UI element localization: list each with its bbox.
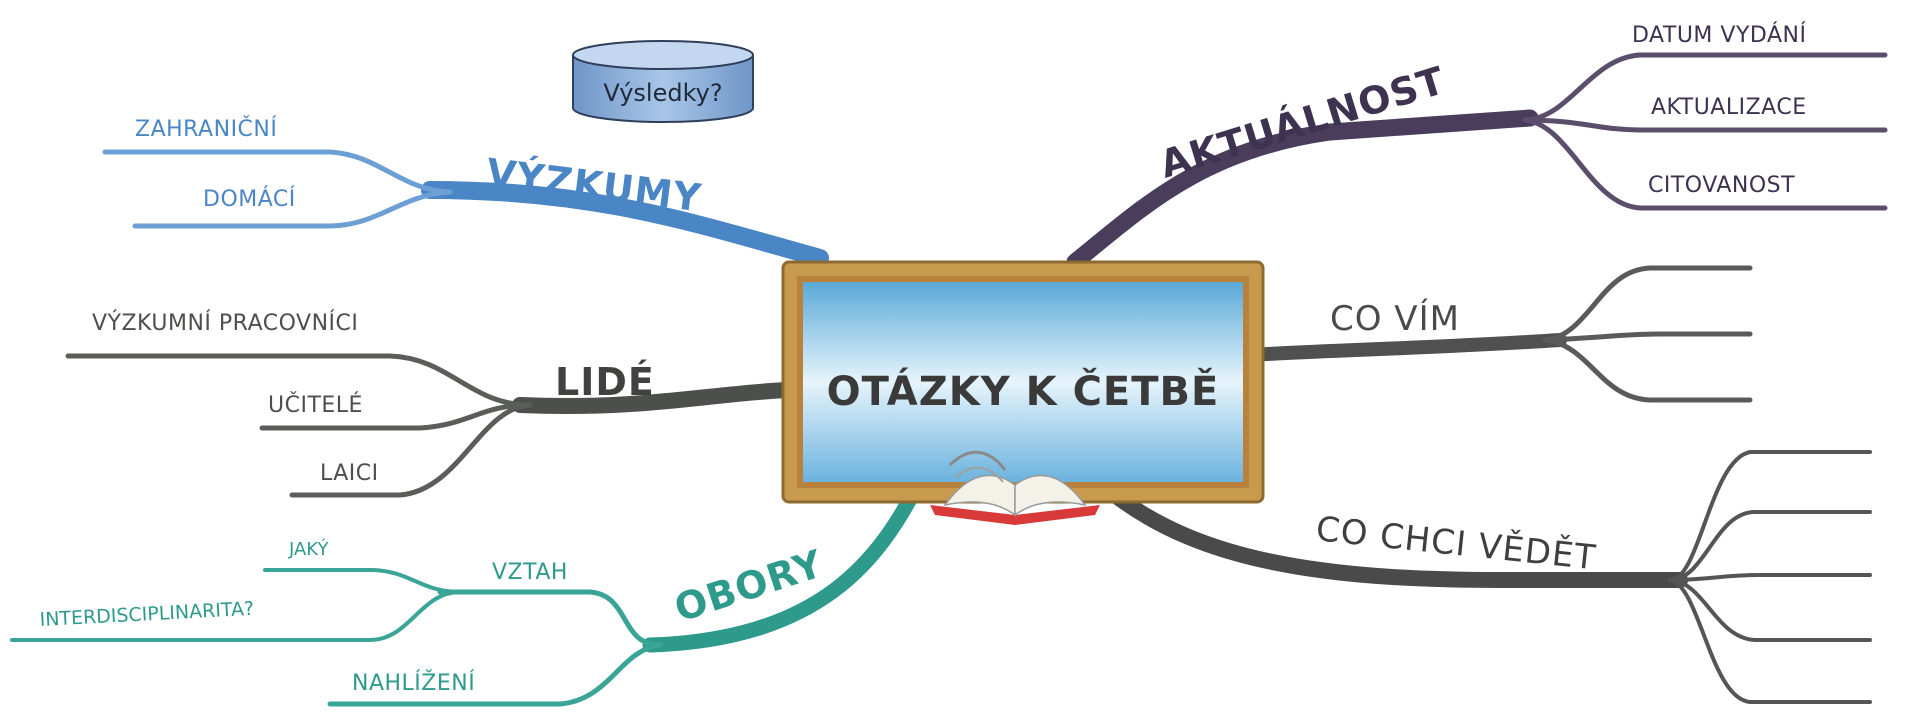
branch-fields-vztah [437, 589, 663, 648]
branch-people-fork-2 [259, 402, 533, 431]
branch-research-fork-bottom [132, 189, 453, 229]
fields-relation-what: JAKÝ [288, 538, 329, 560]
central-title: OTÁZKY K ČETBĚ [827, 367, 1220, 415]
branch-know-fork-3 [1542, 337, 1753, 403]
branch-people: LIDÉ VÝZKUMNÍ PRACOVNÍCI UČITELÉ LAICI [65, 310, 793, 498]
branch-want-fork-5 [1668, 578, 1872, 704]
branch-topicality: AKTUÁLNOST DATUM VYDÁNÍ AKTUALIZACE CITO… [1066, 22, 1888, 271]
board-surface [803, 282, 1243, 482]
people-item-laypeople: LAICI [320, 461, 379, 486]
branch-fields: OBORY VZTAH JAKÝ INTERDISCIPLINARITA? NA… [10, 472, 928, 707]
open-book-icon [930, 450, 1100, 525]
branch-know-fork-2 [1542, 331, 1753, 343]
branch-topicality-trunk [1066, 109, 1539, 271]
branch-research-fork-top [102, 149, 453, 195]
branch-want: CO CHCI VĚDĚT [1107, 450, 1872, 704]
results-label: Výsledky? [603, 79, 722, 107]
people-item-teachers: UČITELÉ [268, 392, 363, 418]
branch-fields-vztah-bottom [10, 590, 462, 642]
branch-research: VÝZKUMY ZAHRANIČNÍ DOMÁCÍ [102, 116, 829, 267]
fields-relation: VZTAH [492, 560, 568, 585]
branch-topicality-fork-2 [1522, 117, 1888, 133]
research-item-domestic: DOMÁCÍ [203, 186, 296, 212]
fields-relation-interdisciplinarity: INTERDISCIPLINARITA? [39, 598, 255, 631]
people-item-researchers: VÝZKUMNÍ PRACOVNÍCI [92, 310, 358, 336]
branch-want-fork-3 [1668, 573, 1872, 582]
branch-topicality-fork-3 [1522, 117, 1888, 211]
topicality-item-update: AKTUALIZACE [1651, 95, 1807, 120]
fields-view: NAHLÍŽENÍ [352, 670, 475, 696]
topicality-item-citations: CITOVANOST [1648, 173, 1795, 198]
branch-want-fork-4 [1668, 578, 1872, 642]
branch-fields-nahlizeni [327, 642, 663, 707]
branch-want-fork-1 [1668, 450, 1872, 582]
database-cylinder-icon [572, 55, 754, 123]
branch-know-title: CO VÍM [1330, 298, 1460, 339]
results-database: Výsledky? [572, 40, 754, 123]
branch-people-title: LIDÉ [555, 360, 655, 404]
branch-research-trunk [421, 181, 829, 267]
branch-people-fork-3 [289, 402, 533, 498]
topicality-item-date: DATUM VYDÁNÍ [1632, 22, 1806, 48]
branch-know-fork-1 [1542, 265, 1753, 343]
branch-people-trunk [512, 382, 793, 414]
branch-topicality-fork-1 [1522, 52, 1888, 123]
branch-want-trunk [1107, 487, 1688, 588]
database-top-icon [572, 40, 754, 70]
branch-want-fork-2 [1668, 510, 1872, 582]
branch-people-fork-1 [65, 353, 533, 408]
branch-fields-trunk [642, 472, 928, 653]
branch-fields-vztah-top [263, 568, 462, 594]
branch-know-trunk [1243, 333, 1567, 362]
research-item-abroad: ZAHRANIČNÍ [135, 116, 277, 142]
central-topic: OTÁZKY K ČETBĚ [781, 260, 1265, 504]
branch-know: CO VÍM [1243, 265, 1753, 403]
